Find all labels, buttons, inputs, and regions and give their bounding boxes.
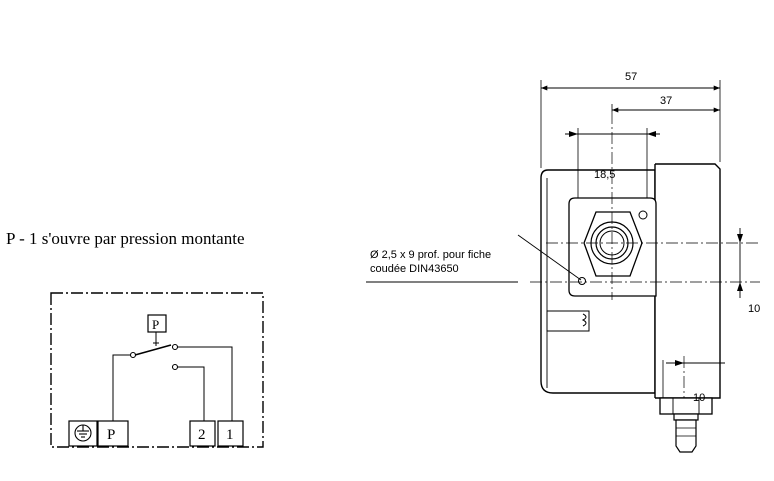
electrical-schematic: P P 2 xyxy=(50,292,264,448)
terminal-2: 2 xyxy=(189,420,216,447)
terminal-p: P xyxy=(97,420,129,447)
terminal-1-label: 1 xyxy=(226,427,234,443)
terminal-2-label: 2 xyxy=(198,427,206,443)
pressure-icon: P xyxy=(147,314,167,333)
dim-57-label: 57 xyxy=(625,71,637,83)
plate-screw-bottom xyxy=(578,277,586,285)
contact-1 xyxy=(171,343,179,351)
terminal-ground xyxy=(68,420,98,447)
dim-37-label: 37 xyxy=(660,95,672,107)
dim-10-right-label: 10 xyxy=(748,303,760,315)
terminal-1: 1 xyxy=(217,420,244,447)
terminal-slot xyxy=(546,310,590,332)
switch-blade xyxy=(134,344,172,356)
dim-10-bottom-label: 10 xyxy=(693,392,705,404)
terminal-p-label: P xyxy=(107,427,115,443)
pressure-symbol-label: P xyxy=(152,317,159,332)
contact-2 xyxy=(171,363,179,371)
ground-icon xyxy=(74,424,92,442)
schematic-housing xyxy=(50,292,264,448)
plate-screw-top xyxy=(638,210,648,220)
note-line-2: coudée DIN43650 xyxy=(370,263,459,275)
caption: P - 1 s'ouvre par pression montante xyxy=(6,229,245,248)
switch-pivot xyxy=(129,351,137,359)
mechanical-drawing xyxy=(366,80,760,453)
dim-18-5-label: 18,5 xyxy=(594,169,615,181)
fitting-stem xyxy=(673,413,699,421)
note-line-1: Ø 2,5 x 9 prof. pour fiche xyxy=(370,249,491,261)
